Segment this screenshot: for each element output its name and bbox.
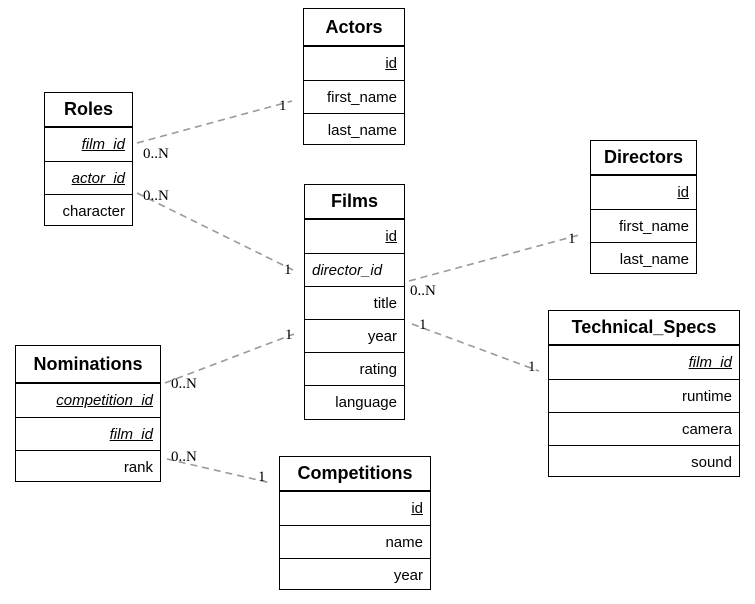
cardinality-label-films-directors-to: 1 [568, 231, 576, 247]
attribute-label: rank [123, 458, 153, 476]
cardinality-label-films-technical_specs-from: 1 [419, 317, 427, 333]
attribute-label: title [373, 294, 397, 312]
cardinality-label-nominations-films-from: 0..N [171, 376, 197, 392]
cardinality-label-nominations-competitions-to: 1 [258, 469, 266, 485]
attribute-label: language [335, 393, 397, 411]
attribute-row[interactable]: name [280, 525, 430, 558]
attribute-label: camera [681, 420, 732, 438]
cardinality-label-roles-films-to: 1 [284, 262, 292, 278]
attribute-label: competition_id [56, 392, 153, 409]
cardinality-label-roles-actors-to: 1 [279, 98, 287, 114]
attribute-row[interactable]: id [591, 176, 696, 209]
attribute-label: rating [359, 360, 397, 378]
relationship-line-films-technical_specs [411, 323, 540, 372]
attribute-label: film_id [81, 136, 125, 153]
attribute-row[interactable]: sound [549, 445, 739, 478]
cardinality-label-nominations-films-to: 1 [285, 327, 293, 343]
entity-title-nominations: Nominations [16, 346, 160, 384]
attribute-label: id [385, 55, 397, 72]
entity-title-technical_specs: Technical_Specs [549, 311, 739, 346]
attribute-label: director_id [312, 261, 383, 279]
cardinality-label-roles-actors-from: 0..N [143, 146, 169, 162]
attribute-label: first_name [326, 88, 397, 106]
entity-actors[interactable]: Actors id first_name last_name [303, 8, 405, 145]
attribute-row[interactable]: language [305, 385, 404, 418]
attribute-label: name [385, 533, 423, 551]
attribute-row[interactable]: year [280, 558, 430, 591]
attribute-label: character [62, 202, 125, 220]
attribute-row[interactable]: runtime [549, 379, 739, 412]
attribute-row[interactable]: rank [16, 450, 160, 483]
attribute-row[interactable]: id [280, 492, 430, 525]
attribute-row[interactable]: year [305, 319, 404, 352]
attribute-row[interactable]: first_name [304, 80, 404, 113]
attribute-label: id [411, 500, 423, 517]
attribute-row[interactable]: first_name [591, 209, 696, 242]
attribute-row[interactable]: camera [549, 412, 739, 445]
attribute-row[interactable]: title [305, 286, 404, 319]
attribute-label: sound [691, 453, 732, 471]
cardinality-label-films-directors-from: 0..N [410, 283, 436, 299]
entity-roles[interactable]: Roles film_id actor_id character [44, 92, 133, 226]
attribute-row[interactable]: film_id [45, 128, 132, 161]
attribute-row[interactable]: film_id [16, 417, 160, 450]
entity-title-roles: Roles [45, 93, 132, 128]
attribute-row[interactable]: character [45, 194, 132, 227]
attribute-row[interactable]: rating [305, 352, 404, 385]
attribute-row[interactable]: last_name [304, 113, 404, 146]
attribute-label: year [367, 327, 397, 345]
attribute-row[interactable]: actor_id [45, 161, 132, 194]
attribute-row[interactable]: film_id [549, 346, 739, 379]
entity-directors[interactable]: Directors id first_name last_name [590, 140, 697, 274]
relationship-line-roles-actors [136, 100, 293, 144]
attribute-label: runtime [681, 387, 732, 405]
attribute-row[interactable]: id [305, 220, 404, 253]
attribute-label: actor_id [71, 169, 125, 187]
cardinality-label-roles-films-from: 0..N [143, 188, 169, 204]
attribute-label: last_name [327, 121, 397, 139]
cardinality-label-nominations-competitions-from: 0..N [171, 449, 197, 465]
entity-title-films: Films [305, 185, 404, 220]
attribute-label: film_id [688, 354, 732, 371]
attribute-label: year [393, 566, 423, 584]
attribute-row[interactable]: id [304, 47, 404, 80]
entity-title-directors: Directors [591, 141, 696, 176]
attribute-label: first_name [618, 217, 689, 235]
entity-title-competitions: Competitions [280, 457, 430, 492]
attribute-label: film_id [109, 425, 153, 443]
cardinality-label-films-technical_specs-to: 1 [528, 359, 536, 375]
attribute-label: last_name [619, 250, 689, 268]
relationship-line-films-directors [408, 234, 580, 282]
attribute-label: id [677, 184, 689, 201]
attribute-row[interactable]: last_name [591, 242, 696, 275]
entity-competitions[interactable]: Competitions id name year [279, 456, 431, 590]
attribute-row[interactable]: director_id [305, 253, 404, 286]
attribute-label: id [385, 228, 397, 245]
entity-title-actors: Actors [304, 9, 404, 47]
attribute-row[interactable]: competition_id [16, 384, 160, 417]
